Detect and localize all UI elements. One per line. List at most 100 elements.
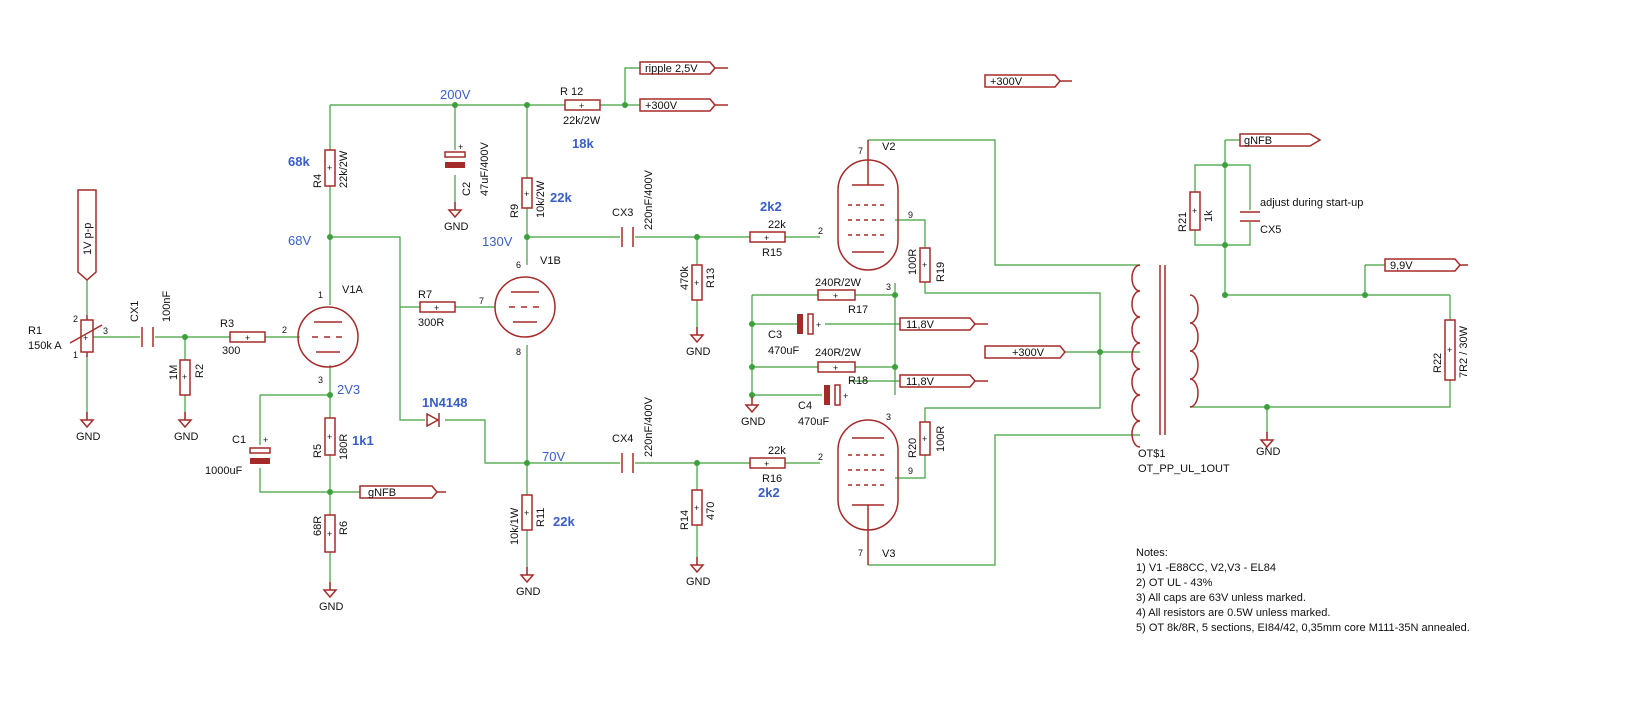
r2-value: 1M <box>168 365 180 380</box>
r14-value: 470 <box>705 502 717 520</box>
ground-symbols: GND GND GND GND GND GND GND GND GND <box>76 201 1281 613</box>
svg-text:3: 3 <box>318 375 323 385</box>
cx4-name: CX4 <box>612 433 633 445</box>
r12-resistor: + R 12 22k/2W <box>560 86 601 127</box>
c3-capacitor: + C3 470uF <box>768 313 821 357</box>
svg-text:1: 1 <box>318 290 323 300</box>
svg-text:+: + <box>764 459 769 469</box>
cx3-name: CX3 <box>612 207 633 219</box>
svg-text:+: + <box>327 163 332 173</box>
voltage-annotations: 200V 68V 130V 70V 2V3 68k 22k 22k 18k 2k… <box>288 87 782 529</box>
svg-text:6: 6 <box>516 260 521 270</box>
r21-value: 1k <box>1203 210 1215 222</box>
r17-name: R17 <box>848 304 868 316</box>
r13-name: R13 <box>705 268 717 288</box>
r15-value: 22k <box>768 219 786 231</box>
r21-name: R21 <box>1177 212 1189 232</box>
svg-text:+: + <box>182 372 187 382</box>
r1-name: R1 <box>28 325 42 337</box>
r17-value: 240R/2W <box>815 277 861 289</box>
note-2: 2) OT UL - 43% <box>1136 577 1213 589</box>
r19-resistor: + 100R R19 <box>907 247 947 283</box>
c4-name: C4 <box>798 400 812 412</box>
cx1-value: 100nF <box>161 291 173 322</box>
ann-70v: 70V <box>542 449 565 464</box>
svg-text:+: + <box>816 320 821 330</box>
r6-name: R6 <box>338 521 350 535</box>
svg-text:9: 9 <box>908 466 913 476</box>
r7-resistor: + R7 300R <box>418 289 456 329</box>
r18-value: 240R/2W <box>815 347 861 359</box>
svg-text:+: + <box>694 278 699 288</box>
ann-r4: 68k <box>288 154 310 169</box>
r5-resistor: + R5 180R <box>312 417 350 460</box>
c4-capacitor: + C4 470uF <box>798 384 848 428</box>
r3-name: R3 <box>220 318 234 330</box>
r2-name: R2 <box>194 364 206 378</box>
c2-value: 47uF/400V <box>479 142 491 196</box>
r9-resistor: + R9 10k/2W <box>509 177 547 218</box>
svg-text:2: 2 <box>73 314 78 324</box>
r5-value: 180R <box>338 434 350 460</box>
b300-net-label-3: +300V <box>1012 347 1045 359</box>
svg-text:7: 7 <box>858 146 863 156</box>
ann-r15: 2k2 <box>760 199 782 214</box>
ot-value: OT_PP_UL_1OUT <box>1138 463 1230 475</box>
r3-resistor: + R3 300 <box>220 318 266 357</box>
r16-value: 22k <box>768 445 786 457</box>
net-labels: 1V p-p ripple 2,5V +300V +300V +300V gNF… <box>77 61 1468 499</box>
r17-resistor: + 240R/2W R17 <box>815 277 868 316</box>
r20-resistor: + R20 100R <box>907 421 947 458</box>
svg-text:7: 7 <box>479 296 484 306</box>
gnd-label-4: GND <box>319 601 344 613</box>
v1b-name: V1B <box>540 255 561 267</box>
v2-name: V2 <box>882 141 895 153</box>
cx3-value: 220nF/400V <box>643 169 655 230</box>
svg-text:+: + <box>263 435 268 445</box>
svg-text:+: + <box>833 291 838 301</box>
gnfb-net-label-1: gNFB <box>368 487 396 499</box>
cx3-capacitor: CX3 220nF/400V <box>612 169 655 247</box>
svg-text:7: 7 <box>858 548 863 558</box>
cx5-name: CX5 <box>1260 224 1281 236</box>
r6-value: 68R <box>312 516 324 536</box>
r14-name: R14 <box>679 510 691 530</box>
cx1-name: CX1 <box>129 301 141 322</box>
ann-200v: 200V <box>440 87 471 102</box>
r21-resistor: + R21 1k <box>1177 191 1215 232</box>
r22-value: 7R2 / 30W <box>1458 325 1470 378</box>
r1-value: 150k A <box>28 340 62 352</box>
svg-text:9: 9 <box>908 210 913 220</box>
r3-value: 300 <box>222 345 240 357</box>
input-net-label: 1V p-p <box>82 223 94 255</box>
note-1: 1) V1 -E88CC, V2,V3 - EL84 <box>1136 562 1276 574</box>
b300-net-label-1: +300V <box>645 100 678 112</box>
c1-value: 1000uF <box>205 465 243 477</box>
v2-tube: 7 2 9 3 V2 <box>818 140 913 292</box>
gnd-label-9: GND <box>1256 446 1281 458</box>
r19-name: R19 <box>935 262 947 282</box>
c4-value: 470uF <box>798 416 829 428</box>
svg-text:2: 2 <box>818 452 823 462</box>
c2-capacitor: + C2 47uF/400V <box>444 142 491 196</box>
svg-text:2: 2 <box>282 325 287 335</box>
r5-name: R5 <box>312 444 324 458</box>
svg-text:+: + <box>1447 345 1452 355</box>
ann-r5: 1k1 <box>352 433 374 448</box>
b300-net-label-2: +300V <box>990 76 1023 88</box>
gnd-label-8: GND <box>741 416 766 428</box>
ann-130v: 130V <box>482 234 513 249</box>
r4-resistor: + R4 22k/2W <box>312 149 350 188</box>
notes-block: Notes: 1) V1 -E88CC, V2,V3 - EL84 2) OT … <box>1136 547 1470 634</box>
gnd-label-6: GND <box>686 346 711 358</box>
cx4-value: 220nF/400V <box>643 396 655 457</box>
r16-name: R16 <box>762 473 782 485</box>
svg-text:+: + <box>694 503 699 513</box>
svg-text:+: + <box>327 432 332 442</box>
note-4: 4) All resistors are 0.5W unless marked. <box>1136 607 1330 619</box>
ann-r16: 2k2 <box>758 485 780 500</box>
r2-resistor: + R2 1M <box>168 359 206 396</box>
r22-resistor: + R22 7R2 / 30W <box>1432 319 1470 381</box>
notes-title: Notes: <box>1136 547 1168 559</box>
cx1-capacitor: CX1 100nF <box>129 291 173 347</box>
